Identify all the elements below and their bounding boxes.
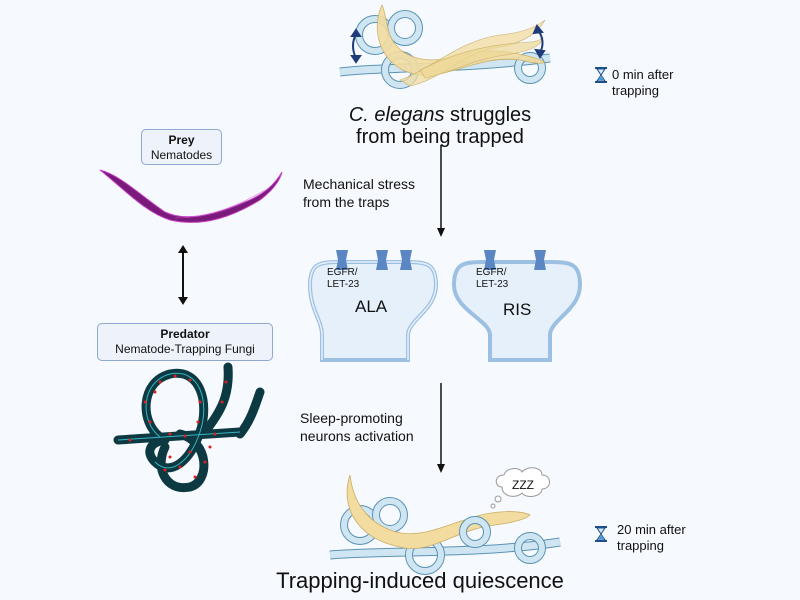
flow-arrow-2 xyxy=(437,383,445,473)
time-label-end: 20 min after trapping xyxy=(617,522,686,553)
predator-title: Predator xyxy=(160,327,210,341)
egfr-receptor xyxy=(484,250,546,270)
bottom-caption: Trapping-induced quiescence xyxy=(276,568,564,593)
worm-bodies xyxy=(376,4,546,87)
sleep-thought-bubble xyxy=(490,467,550,509)
struggle-arrow-right xyxy=(532,24,546,59)
ala-receptor-label: EGFR/ LET-23 xyxy=(327,267,360,290)
neuron-ris-label: RIS xyxy=(503,300,532,319)
struggle-arrow-left xyxy=(350,28,362,64)
prey-subtitle: Nematodes xyxy=(150,148,213,162)
prey-label-box: Prey Nematodes xyxy=(141,129,222,165)
mechanical-stress-label: Mechanical stress from the traps xyxy=(303,176,416,210)
neuron-ala xyxy=(307,250,439,362)
neuron-ala-label: ALA xyxy=(355,297,388,316)
top-caption: C. elegans struggles from being trapped xyxy=(348,104,532,148)
top-caption-line2: from being trapped xyxy=(356,126,524,148)
ris-receptor-label: EGFR/ LET-23 xyxy=(476,267,509,290)
neuron-activation-label: Sleep-promoting neurons activation xyxy=(300,410,414,444)
predator-fungi-image xyxy=(113,362,265,493)
quiescent-worm-illustration xyxy=(329,474,561,575)
struggling-worm-illustration xyxy=(339,4,551,89)
interaction-double-arrow xyxy=(178,245,188,305)
prey-title: Prey xyxy=(168,133,195,147)
predator-subtitle: Nematode-Trapping Fungi xyxy=(115,342,255,356)
predator-label-box: Predator Nematode-Trapping Fungi xyxy=(97,323,273,361)
species-name: C. elegans xyxy=(348,104,445,126)
sleep-zzz-text: ZZZ xyxy=(512,478,534,492)
time-label-start: 0 min after trapping xyxy=(612,67,674,98)
hourglass-icon xyxy=(595,526,607,542)
hourglass-icon xyxy=(595,67,607,83)
flow-arrow-1 xyxy=(437,145,445,237)
prey-nematode-image xyxy=(99,169,283,223)
egfr-receptor xyxy=(336,250,412,270)
neuron-ris xyxy=(451,250,583,362)
